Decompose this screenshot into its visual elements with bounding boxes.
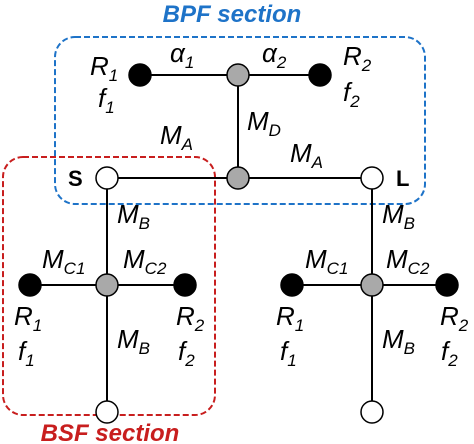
bpf-resonator-d-node: [226, 63, 250, 87]
bpf-alpha2-label: α2: [262, 38, 287, 72]
bpf-resonator-1-node: [128, 63, 152, 87]
load-port-node: [360, 166, 384, 190]
bpf-alpha1-label: α1: [170, 38, 194, 72]
load-mc1-label: MC1: [305, 244, 348, 278]
load-resonator-1-node: [280, 273, 304, 297]
bsf-resonator-1-node: [18, 273, 42, 297]
bsf-r1-label: R1: [14, 301, 42, 335]
bpf-f2-label: f2: [343, 77, 360, 111]
source-port-node: [95, 166, 119, 190]
bsf-mc2-label: MC2: [123, 244, 167, 278]
bsf-section-title: BSF section: [41, 420, 180, 444]
bsf-terminal-node: [95, 400, 119, 424]
bpf-r2-label: R2: [343, 41, 372, 75]
coupling-lines: [30, 74, 447, 412]
bsf-f2-label: f2: [178, 336, 195, 370]
bsf-mb-top-label: MB: [117, 199, 150, 233]
bsf-center-node: [95, 273, 119, 297]
bpf-ma-left-label: MA: [160, 120, 193, 154]
load-mb-bottom-label: MB: [382, 324, 415, 358]
load-center-node: [360, 273, 384, 297]
bpf-r1-label: R1: [90, 51, 118, 85]
bsf-mc1-label: MC1: [42, 244, 85, 278]
load-terminal-node: [360, 400, 384, 424]
bsf-section-box: [2, 156, 216, 416]
bsf-r2-label: R2: [176, 301, 205, 335]
load-port-label: L: [396, 166, 409, 191]
bsf-resonator-2-node: [173, 273, 197, 297]
load-r1-label: R1: [276, 301, 304, 335]
bpf-section-title: BPF section: [163, 1, 302, 28]
bpf-f1-label: f1: [98, 83, 115, 117]
source-port-label: S: [68, 166, 83, 191]
load-mb-top-label: MB: [382, 199, 415, 233]
load-resonator-2-node: [435, 273, 459, 297]
bpf-section-box: [54, 36, 426, 205]
load-f1-label: f1: [280, 336, 297, 370]
bpf-resonator-2-node: [308, 63, 332, 87]
load-r2-label: R2: [440, 301, 469, 335]
bpf-md-label: MD: [247, 106, 281, 140]
bpf-junction-node: [226, 166, 250, 190]
load-f2-label: f2: [441, 336, 458, 370]
load-mc2-label: MC2: [386, 244, 430, 278]
bpf-ma-right-label: MA: [290, 138, 323, 172]
bsf-mb-bottom-label: MB: [117, 324, 150, 358]
bsf-f1-label: f1: [18, 336, 35, 370]
